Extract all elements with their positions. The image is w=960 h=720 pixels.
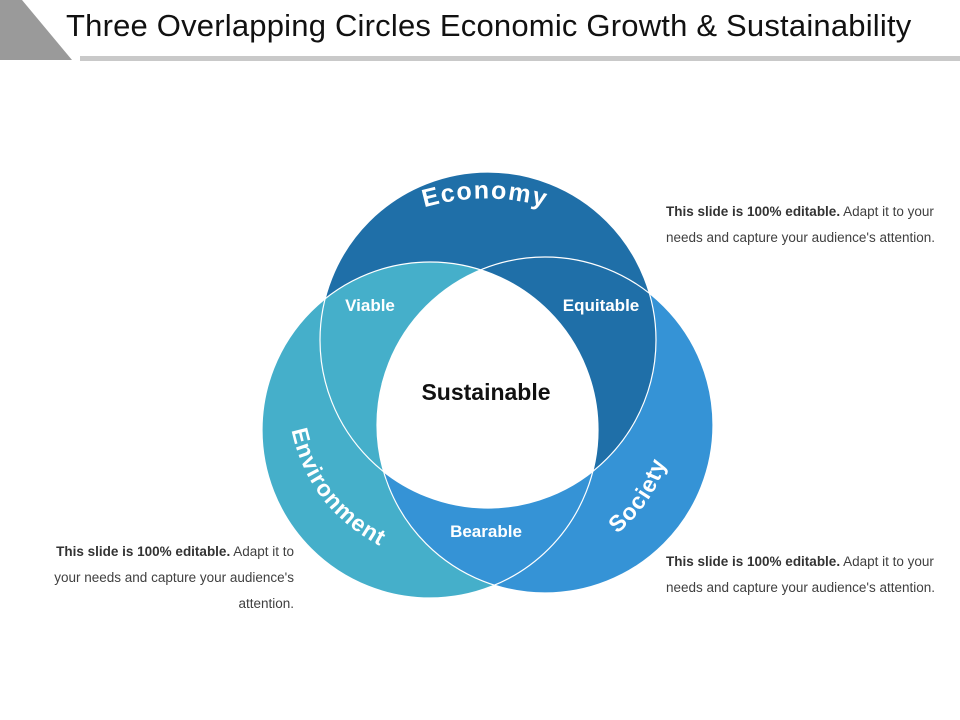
note-bold: This slide is 100% editable. (666, 204, 841, 219)
note-text: Adapt it to your needs and capture your … (666, 204, 936, 245)
corner-decoration (0, 0, 72, 60)
label-sustainable: Sustainable (421, 379, 550, 405)
title-underline (80, 56, 960, 61)
label-bearable: Bearable (450, 522, 522, 541)
page-title: Three Overlapping Circles Economic Growt… (66, 8, 912, 43)
label-viable: Viable (345, 296, 395, 315)
note-bold: This slide is 100% editable. (56, 544, 231, 559)
note-text: Adapt it to your needs and capture your … (666, 554, 936, 595)
outline-society (376, 256, 714, 594)
note-text: Adapt it to your needs and capture your … (54, 544, 294, 611)
note-bottom-left: This slide is 100% editable. Adapt it to… (30, 539, 294, 617)
label-equitable: Equitable (563, 296, 640, 315)
center-sustainable (377, 262, 598, 508)
note-bold: This slide is 100% editable. (666, 554, 841, 569)
note-bottom-right: This slide is 100% editable. Adapt it to… (666, 549, 936, 601)
outline-environment (261, 261, 599, 599)
note-top-right: This slide is 100% editable. Adapt it to… (666, 199, 936, 251)
outline-economy (319, 171, 657, 509)
